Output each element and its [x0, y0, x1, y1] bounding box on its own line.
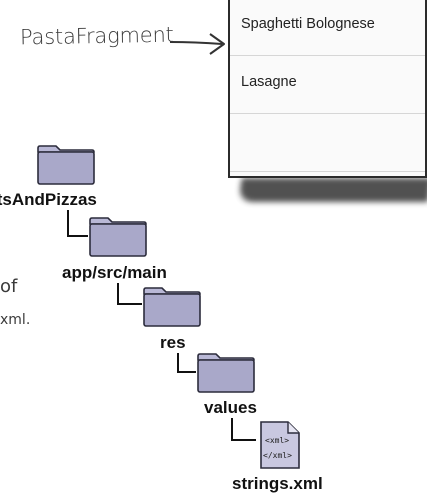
annotation-of: of [0, 276, 18, 297]
list-item-label: Spaghetti Bolognese [241, 16, 375, 32]
connector-res-values [177, 353, 196, 373]
connector-main-res [117, 283, 142, 305]
annotation-xml: xml. [0, 312, 31, 328]
folder-label-root: itsAndPizzas [0, 190, 97, 209]
fragment-annotation: PastaFragment [19, 22, 174, 50]
folder-label-main: app/src/main [62, 263, 167, 282]
card-shadow [238, 178, 427, 202]
connector-values-file [231, 418, 256, 441]
connector-root-main [67, 210, 88, 237]
list-item[interactable]: Spaghetti Bolognese [230, 0, 425, 56]
file-label-strings: strings.xml [232, 474, 323, 493]
list-item-label: Lasagne [241, 74, 297, 90]
folder-icon [197, 353, 255, 393]
folder-icon [89, 217, 147, 257]
xml-file-icon: <xml> </xml> [258, 420, 302, 470]
folder-icon [143, 287, 201, 327]
list-item[interactable] [230, 114, 425, 172]
arrowhead [209, 33, 225, 55]
xml-close-tag: </xml> [263, 451, 292, 460]
folder-icon [37, 145, 95, 185]
pasta-list-card: Spaghetti Bolognese Lasagne [228, 0, 427, 178]
arrow [169, 41, 223, 45]
list-item[interactable]: Lasagne [230, 56, 425, 114]
folder-label-res: res [160, 333, 186, 352]
xml-open-tag: <xml> [265, 436, 290, 445]
folder-label-values: values [204, 398, 257, 417]
